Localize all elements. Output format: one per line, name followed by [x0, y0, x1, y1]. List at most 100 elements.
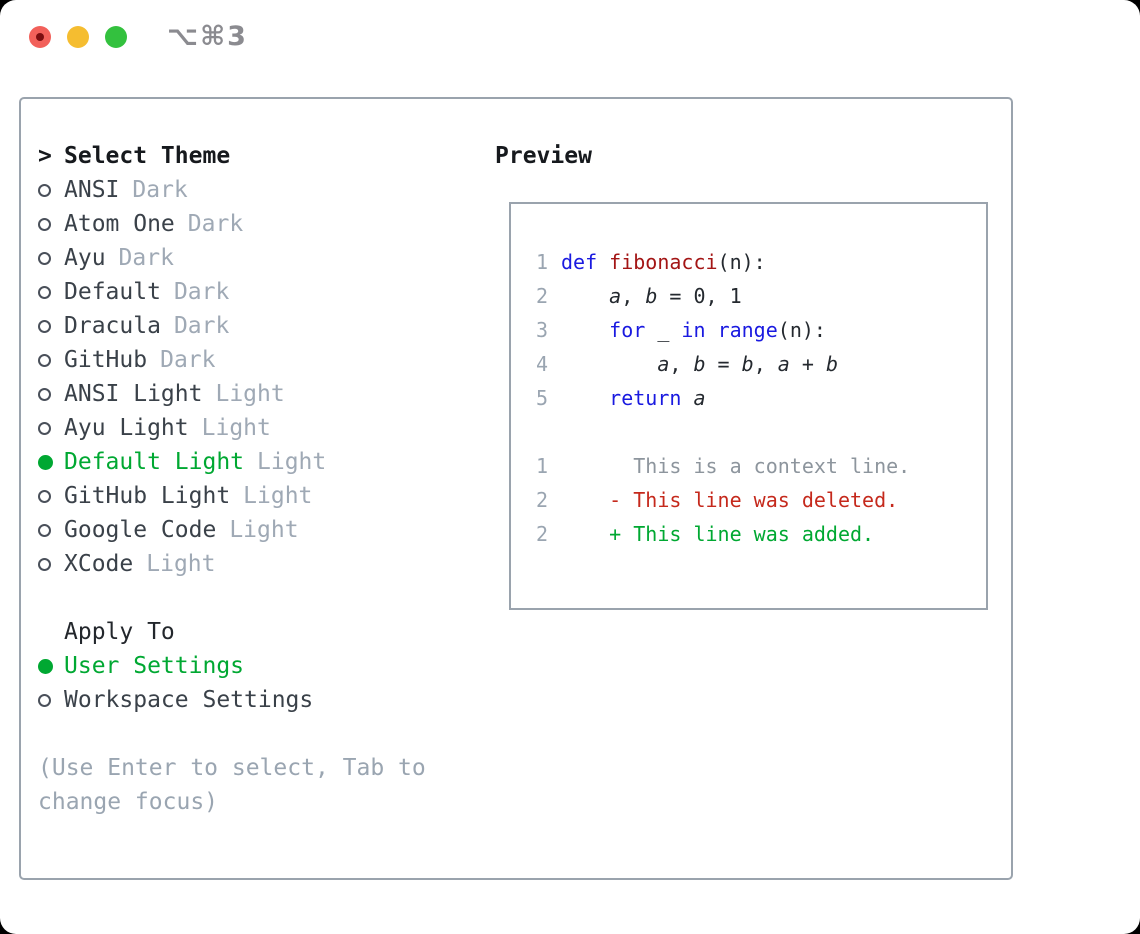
radio-icon [38, 489, 51, 503]
radio-icon [38, 387, 51, 401]
theme-option[interactable]: Dracula Dark [38, 309, 468, 343]
radio-icon [38, 523, 51, 537]
radio-icon [38, 658, 53, 674]
code-line: 4 a, b = b, a + b [536, 347, 986, 381]
radio-icon [38, 251, 51, 265]
spacer [38, 717, 468, 751]
theme-option[interactable]: Google Code Light [38, 513, 468, 547]
theme-picker: > Select Theme ANSI Dark Atom One Dark A… [38, 139, 468, 819]
line-number: 2 [536, 488, 549, 512]
window-title: ⌥⌘3 [167, 21, 248, 52]
line-number: 2 [536, 284, 549, 308]
theme-option-name: ANSI Light [64, 381, 203, 407]
code-preview: 1 def fibonacci(n): 2 a, b = 0, 1 3 for … [536, 245, 986, 551]
theme-option-variant: Light [215, 381, 285, 407]
theme-option-name: Default [64, 279, 161, 305]
theme-option[interactable]: ANSI Light Light [38, 377, 468, 411]
theme-option[interactable]: GitHub Dark [38, 343, 468, 377]
line-number: 4 [536, 352, 549, 376]
apply-to-header: Apply To [38, 615, 468, 649]
radio-icon [38, 421, 51, 435]
theme-option-variant: Light [243, 483, 313, 509]
radio-icon [38, 319, 51, 333]
radio-icon [38, 217, 51, 231]
theme-option[interactable]: GitHub Light Light [38, 479, 468, 513]
theme-option-name: GitHub Light [64, 483, 231, 509]
theme-option-name: ANSI [64, 177, 120, 203]
theme-option-name: Ayu [64, 245, 106, 271]
theme-option-variant: Light [229, 517, 299, 543]
keyboard-hint: (Use Enter to select, Tab to change focu… [38, 755, 426, 815]
line-content: This is a context line. [561, 454, 911, 478]
theme-option-variant: Light [257, 449, 327, 475]
line-number: 2 [536, 522, 549, 546]
line-number: 5 [536, 386, 549, 410]
theme-option[interactable]: Ayu Light Light [38, 411, 468, 445]
zoom-button[interactable] [105, 26, 127, 48]
line-content: - This line was deleted. [609, 488, 899, 512]
line-content: a, b = b, a + b [657, 352, 838, 376]
apply-to-option-label: Workspace Settings [64, 687, 314, 713]
close-button-dot-icon [36, 33, 44, 41]
line-content: for _ in range(n): [609, 318, 826, 342]
theme-option-variant: Dark [173, 313, 230, 339]
radio-icon [38, 693, 51, 707]
theme-option-name: XCode [64, 551, 134, 577]
minimize-button[interactable] [67, 26, 89, 48]
theme-list: ANSI Dark Atom One Dark Ayu Dark Default… [38, 173, 468, 581]
settings-panel: > Select Theme ANSI Dark Atom One Dark A… [19, 97, 1013, 880]
theme-option-name: Google Code [64, 517, 217, 543]
spacer [38, 581, 468, 615]
theme-option[interactable]: Atom One Dark [38, 207, 468, 241]
theme-option[interactable]: Default Light Light [38, 445, 468, 479]
line-content: a, b = 0, 1 [609, 284, 742, 308]
theme-option-name: GitHub [64, 347, 148, 373]
theme-option[interactable]: Default Dark [38, 275, 468, 309]
theme-option[interactable]: ANSI Dark [38, 173, 468, 207]
theme-option-variant: Dark [160, 347, 216, 373]
line-number: 1 [536, 454, 549, 478]
close-button[interactable] [29, 26, 51, 48]
theme-option-variant: Dark [173, 279, 230, 305]
theme-option-variant: Light [201, 415, 271, 441]
line-content: return a [609, 386, 706, 410]
theme-option[interactable]: XCode Light [38, 547, 468, 581]
radio-icon [38, 557, 51, 571]
line-number [536, 415, 549, 449]
radio-icon [38, 353, 51, 367]
code-line: 1 This is a context line. [536, 449, 986, 483]
theme-option-variant: Dark [187, 211, 244, 237]
theme-option-name: Atom One [64, 211, 175, 237]
prompt-caret-icon: > [38, 143, 52, 169]
code-line: 3 for _ in range(n): [536, 313, 986, 347]
code-line: 5 return a [536, 381, 986, 415]
theme-option-name: Default Light [64, 449, 245, 475]
titlebar: ⌥⌘3 [0, 0, 1140, 74]
theme-picker-title: Select Theme [64, 143, 231, 169]
theme-picker-header: > Select Theme [38, 139, 468, 173]
apply-to-list: User Settings Workspace Settings [38, 649, 468, 717]
apply-to-option-label: User Settings [64, 653, 245, 679]
theme-option[interactable]: Ayu Dark [38, 241, 468, 275]
line-content: + This line was added. [609, 522, 875, 546]
radio-icon [38, 285, 51, 299]
theme-option-variant: Light [146, 551, 216, 577]
line-content: def fibonacci(n): [561, 250, 766, 274]
code-line [536, 415, 986, 449]
apply-to-option[interactable]: User Settings [38, 649, 468, 683]
radio-icon [38, 454, 53, 470]
apply-to-title: Apply To [64, 619, 175, 645]
line-number: 1 [536, 250, 549, 274]
code-line: 2 a, b = 0, 1 [536, 279, 986, 313]
code-line: 1 def fibonacci(n): [536, 245, 986, 279]
line-number: 3 [536, 318, 549, 342]
preview-box: 1 def fibonacci(n): 2 a, b = 0, 1 3 for … [509, 202, 988, 610]
preview-title: Preview [495, 143, 592, 169]
theme-option-name: Ayu Light [64, 415, 189, 441]
code-line: 2 + This line was added. [536, 517, 986, 551]
radio-icon [38, 183, 51, 197]
code-line: 2 - This line was deleted. [536, 483, 986, 517]
theme-option-name: Dracula [64, 313, 161, 339]
apply-to-option[interactable]: Workspace Settings [38, 683, 468, 717]
